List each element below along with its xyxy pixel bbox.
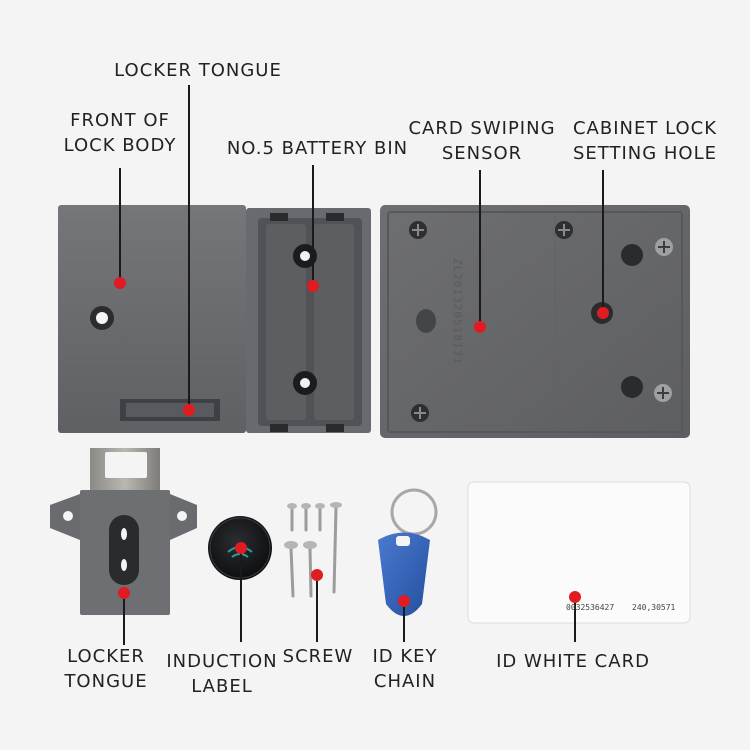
screw-set <box>284 502 342 598</box>
lock-body-back <box>380 205 690 438</box>
label-locker-tongue-bottom: LOCKER TONGUE <box>64 646 148 692</box>
id-key-chain <box>378 488 438 616</box>
label-front-of-lock-body: FRONT OF LOCK BODY <box>63 110 177 156</box>
label-battery-bin: NO.5 BATTERY BIN <box>226 138 409 159</box>
card-code: 240,30571 <box>632 603 676 612</box>
label-card-swiping-sensor: CARD SWIPING SENSOR <box>408 118 556 164</box>
label-induction-label: INDUCTION LABEL <box>166 651 278 697</box>
id-white-card <box>467 481 691 624</box>
label-screw: SCREW <box>282 646 354 667</box>
lock-body-front <box>58 205 371 433</box>
emboss-text: ZL201320518131 <box>451 258 464 365</box>
leader-lines <box>119 85 604 645</box>
marker-dots <box>114 277 609 607</box>
card-serial: 0032536427 <box>566 603 615 612</box>
label-cabinet-lock-setting-hole: CABINET LOCK SETTING HOLE <box>572 118 718 164</box>
locker-tongue-part <box>50 448 197 615</box>
label-locker-tongue-top: LOCKER TONGUE <box>114 60 282 81</box>
label-id-white-card: ID WHITE CARD <box>496 651 650 672</box>
screw-head <box>409 221 427 239</box>
label-id-key-chain: ID KEY CHAIN <box>372 646 438 692</box>
